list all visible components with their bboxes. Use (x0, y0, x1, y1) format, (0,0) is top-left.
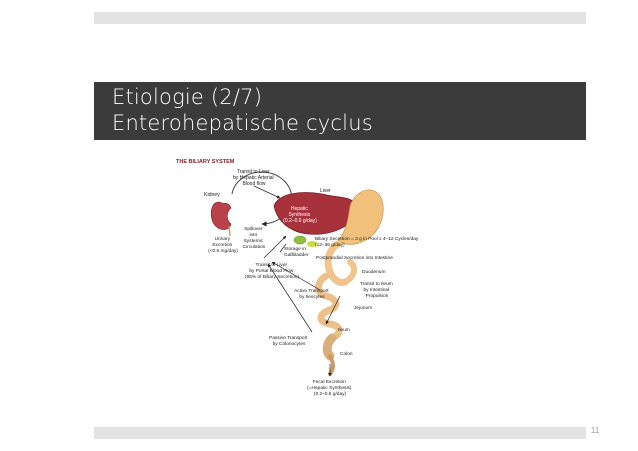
label-transit-liver-top: Transit to Liver by Hepatic Arterial Blo… (233, 169, 275, 187)
ileum-arrow (325, 295, 341, 325)
label-kidney: Kidney (204, 192, 220, 198)
top-decor-bar (94, 12, 586, 24)
slide-title-line2: Enterohepatische cyclus (112, 111, 373, 135)
portal-arrow (263, 235, 287, 259)
label-passive-transport: Passive Transport by Colonocytes (269, 335, 309, 347)
label-active-transport: Active Transport by Ileocytes (294, 288, 330, 300)
page-number: 11 (590, 426, 600, 435)
stomach-shape (337, 189, 384, 245)
duodenum-shape (324, 240, 349, 286)
active-transport-arrow (271, 261, 321, 291)
figure-heading: THE BILIARY SYSTEM (176, 159, 235, 165)
gallbladder-shape (293, 235, 307, 245)
label-biliary-secretion: Biliary Secretion = 3 g in Pool x 4–12 C… (315, 236, 420, 248)
kidney-shape (210, 201, 232, 230)
label-urinary-excretion: Urinary Excretion (<0.5 mg/day) (208, 236, 238, 254)
rectum-shape (328, 354, 335, 376)
slide-title-line1: Etiologie (2/7) (112, 85, 263, 109)
label-fecal-excretion: Fecal Excretion (=Hepatic Synthesis) (0.… (307, 379, 353, 397)
bottom-decor-bar (94, 427, 586, 439)
label-duodenum: Duodenum (362, 269, 385, 275)
jejunum-ileum-shape (315, 272, 343, 342)
label-hepatic-synthesis: Hepatic Synthesis (0.2–0.6 g/day) (283, 206, 317, 224)
passive-transport-arrow (267, 263, 313, 333)
colon-shape (322, 333, 337, 361)
label-postprandial: Postprandial Secretion into Intestine (316, 255, 393, 261)
bile-duct-shape (307, 241, 317, 247)
label-transit-portal: Transit to Liver by Portal Blood Flow (9… (245, 262, 300, 280)
label-storage-gallbladder: Storage in Gallbladder (284, 246, 309, 258)
liver-shape (273, 192, 358, 235)
title-band: Etiologie (2/7) Enterohepatische cyclus (94, 82, 586, 140)
label-jejunum: Jejunum (354, 305, 372, 311)
arterial-arrow (253, 185, 281, 199)
label-spillover: Spillover into Systemic Circulation (243, 226, 266, 250)
label-colon: Colon (340, 351, 353, 357)
ureter (228, 225, 231, 237)
label-transit-ileum: Transit to Ileum by Intestinal Propulsio… (360, 281, 394, 299)
label-ileum: Ileum (338, 327, 350, 333)
label-liver: Liver (320, 188, 331, 194)
